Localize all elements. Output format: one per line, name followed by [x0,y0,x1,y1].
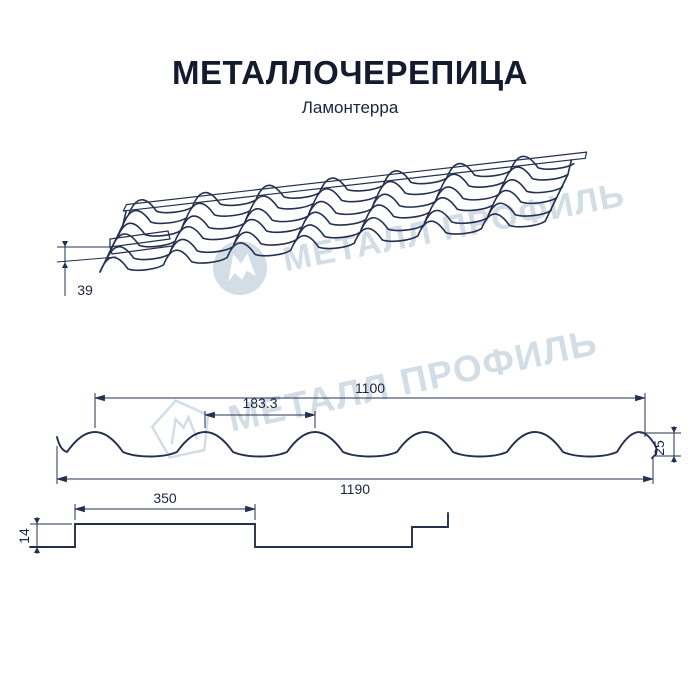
sheet-left-edge [99,209,128,273]
watermark-text: МЕТАЛЛ ПРОФИЛЬ [225,321,602,439]
arrowhead-icon [62,241,68,247]
arrowhead-icon [34,547,40,553]
dimension-1100 [93,393,647,437]
cross-section-profile [56,431,658,459]
dim-label-25: 25 [651,440,667,456]
starting-strip [109,230,173,255]
tile-row2-back-edge [116,179,564,239]
dim-label-14: 14 [16,528,32,544]
tile-row1-back-edge [105,202,552,263]
brand-logo-icon [150,399,210,459]
dim-label-1190: 1190 [340,481,370,497]
brand-logo-mark-icon [170,414,199,445]
dim-label-1100: 1100 [355,380,385,396]
page-title: МЕТАЛЛОЧЕРЕПИЦА [172,54,528,91]
dim-label-39: 39 [77,282,93,298]
dimension-25 [640,426,681,463]
dimension-350 [73,504,257,520]
dimension-14 [30,517,72,554]
arrowhead-icon [62,262,68,268]
sheet-top-edge [122,151,588,212]
brand-logo-mark-icon [228,253,256,282]
longitudinal-profile [29,512,449,548]
arrowhead-icon [671,456,677,462]
dim-label-350: 350 [153,490,177,506]
perspective-view [99,151,588,273]
dim-label-183-3: 183.3 [242,395,277,411]
arrowhead-icon [671,427,677,433]
extension-lines [56,246,117,263]
arrowhead-icon [34,518,40,524]
page-subtitle: Ламонтерра [301,98,399,117]
dimension-183-3 [203,411,317,428]
dimension-1190 [55,446,655,484]
sheet-right-edge [544,159,573,223]
dimension-39 [56,241,117,296]
extension-lines [74,504,256,520]
